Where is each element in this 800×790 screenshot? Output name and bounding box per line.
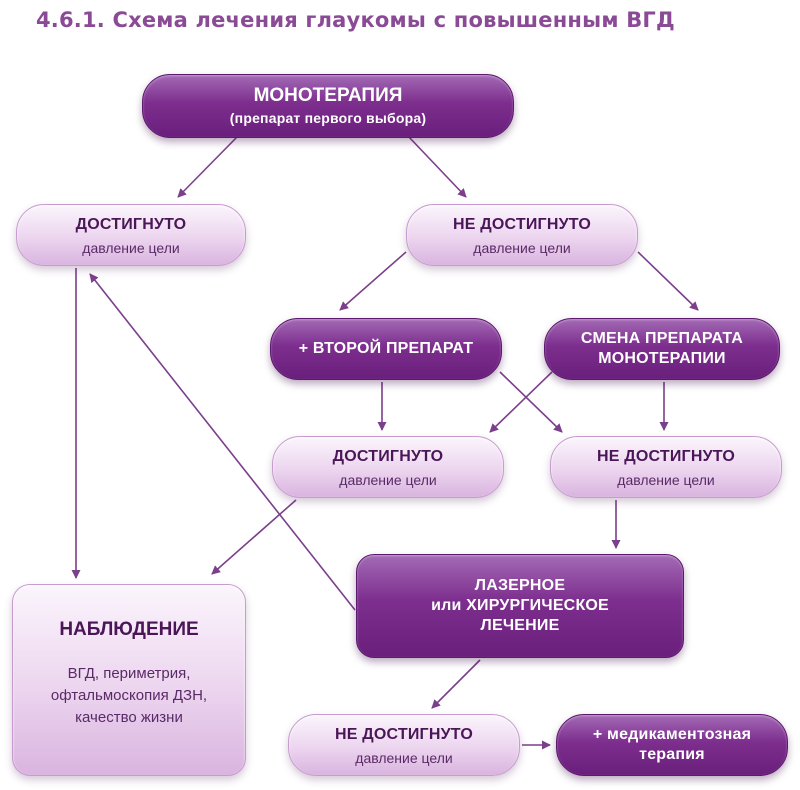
laser-line1: ЛАЗЕРНОЕ xyxy=(474,577,566,594)
reached-2-title: ДОСТИГНУТО xyxy=(332,447,444,465)
reached-node-1: ДОСТИГНУТО давление цели xyxy=(16,204,246,266)
laser-line2: или ХИРУРГИЧЕСКОЕ xyxy=(431,597,609,614)
observation-line1: ВГД, периметрия, xyxy=(67,665,191,682)
second-drug-node: + ВТОРОЙ ПРЕПАРАТ xyxy=(270,318,502,380)
not-reached-1-title: НЕ ДОСТИГНУТО xyxy=(453,215,591,233)
observation-line3: качество жизни xyxy=(75,708,183,726)
not-reached-2-subtitle: давление цели xyxy=(617,471,715,488)
arrow-reached2-to-observation xyxy=(211,499,297,575)
arrow-mono-to-notreached xyxy=(407,135,467,198)
observation-line2: офтальмоскопия ДЗН, xyxy=(50,686,208,704)
medication-line2: терапия xyxy=(639,746,705,763)
not-reached-2-title: НЕ ДОСТИГНУТО xyxy=(597,447,735,465)
laser-line3: ЛЕЧЕНИЕ xyxy=(480,617,560,634)
not-reached-3-title: НЕ ДОСТИГНУТО xyxy=(335,725,473,743)
arrow-laser-to-reached1 xyxy=(89,273,356,611)
change-drug-line2: МОНОТЕРАПИИ xyxy=(598,350,726,367)
not-reached-node-2: НЕ ДОСТИГНУТО давление цели xyxy=(550,436,782,498)
change-drug-line1: СМЕНА ПРЕПАРАТА xyxy=(580,330,744,347)
arrow-notreached-to-change xyxy=(637,251,699,311)
arrow-change-to-reached2 xyxy=(489,371,553,433)
observation-node: НАБЛЮДЕНИЕ ВГД, периметрия, офтальмоскоп… xyxy=(12,584,246,776)
reached-node-2: ДОСТИГНУТО давление цели xyxy=(272,436,504,498)
change-drug-node: СМЕНА ПРЕПАРАТА МОНОТЕРАПИИ xyxy=(544,318,780,380)
not-reached-node-3: НЕ ДОСТИГНУТО давление цели xyxy=(288,714,520,776)
monotherapy-title: МОНОТЕРАПИЯ xyxy=(253,84,403,106)
reached-2-subtitle: давление цели xyxy=(339,471,437,488)
figure-title: 4.6.1. Схема лечения глаукомы с повышенн… xyxy=(36,8,675,32)
reached-1-title: ДОСТИГНУТО xyxy=(75,215,187,233)
observation-title: НАБЛЮДЕНИЕ xyxy=(59,619,199,640)
monotherapy-node: МОНОТЕРАПИЯ (препарат первого выбора) xyxy=(142,74,514,138)
not-reached-3-subtitle: давление цели xyxy=(355,749,453,766)
not-reached-1-subtitle: давление цели xyxy=(473,239,571,256)
arrow-notreached-to-second xyxy=(339,251,407,311)
arrow-second-to-notreached2 xyxy=(499,371,563,433)
monotherapy-subtitle: (препарат первого выбора) xyxy=(229,109,427,126)
arrow-laser-to-notreached3 xyxy=(431,659,481,709)
medication-line1: + медикаментозная xyxy=(592,726,752,743)
not-reached-node-1: НЕ ДОСТИГНУТО давление цели xyxy=(406,204,638,266)
medication-node: + медикаментозная терапия xyxy=(556,714,788,776)
laser-surgery-node: ЛАЗЕРНОЕ или ХИРУРГИЧЕСКОЕ ЛЕЧЕНИЕ xyxy=(356,554,684,658)
arrow-mono-to-reached xyxy=(177,135,239,198)
reached-1-subtitle: давление цели xyxy=(82,239,180,256)
second-drug-title: + ВТОРОЙ ПРЕПАРАТ xyxy=(298,340,474,357)
